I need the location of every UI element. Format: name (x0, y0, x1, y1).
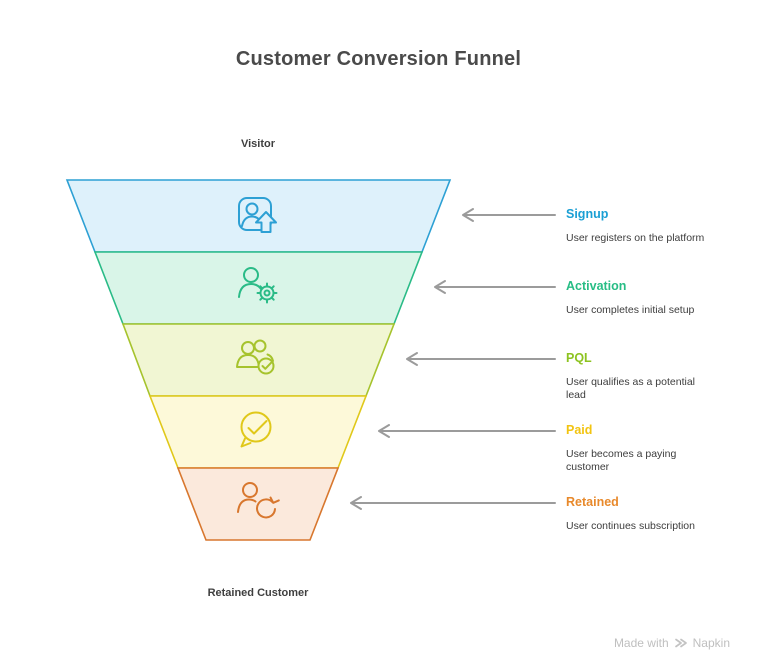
retained-user-refresh-icon (237, 482, 280, 519)
funnel-stage-signup (65, 179, 452, 253)
funnel-top-label: Visitor (240, 138, 276, 150)
stage-label: Activation (566, 279, 627, 293)
page-title: Customer Conversion Funnel (235, 48, 522, 70)
signup-user-up-icon (238, 197, 277, 233)
activation-user-gear-icon (238, 267, 278, 304)
pql-users-check-icon (236, 339, 275, 375)
funnel-bottom-label: Retained Customer (207, 587, 309, 599)
made-with-text: Made with (613, 636, 669, 650)
napkin-credit: Made with Napkin (614, 636, 730, 650)
retained-arrow (350, 496, 556, 510)
pql-arrow (406, 352, 556, 366)
stage-description: User becomes a paying customer (566, 448, 677, 473)
stage-label: PQL (566, 351, 592, 365)
stage-description: User qualifies as a potential lead (566, 376, 695, 401)
funnel-stage-activation (93, 251, 424, 325)
paid-chat-check-icon (240, 411, 272, 448)
stage-label: Paid (566, 423, 593, 437)
stage-description: User continues subscription (566, 520, 695, 532)
stage-annotation-retained: Retained User continues subscription (566, 495, 716, 533)
stage-annotation-paid: Paid User becomes a paying customer (566, 423, 716, 473)
stage-annotation-signup: Signup User registers on the platform (566, 207, 716, 245)
stage-annotation-pql: PQL User qualifies as a potential lead (566, 351, 716, 401)
stage-label: Retained (566, 495, 619, 509)
napkin-brand-text: Napkin (692, 636, 730, 650)
signup-arrow (462, 208, 556, 222)
activation-arrow (434, 280, 556, 294)
stage-description: User completes initial setup (566, 304, 695, 316)
funnel-stage-paid (148, 395, 368, 469)
funnel-stage-pql (121, 323, 396, 397)
stage-label: Signup (566, 207, 609, 221)
paid-arrow (378, 424, 556, 438)
stage-annotation-activation: Activation User completes initial setup (566, 279, 716, 317)
stage-description: User registers on the platform (566, 232, 705, 244)
napkin-logo-icon (674, 638, 687, 648)
